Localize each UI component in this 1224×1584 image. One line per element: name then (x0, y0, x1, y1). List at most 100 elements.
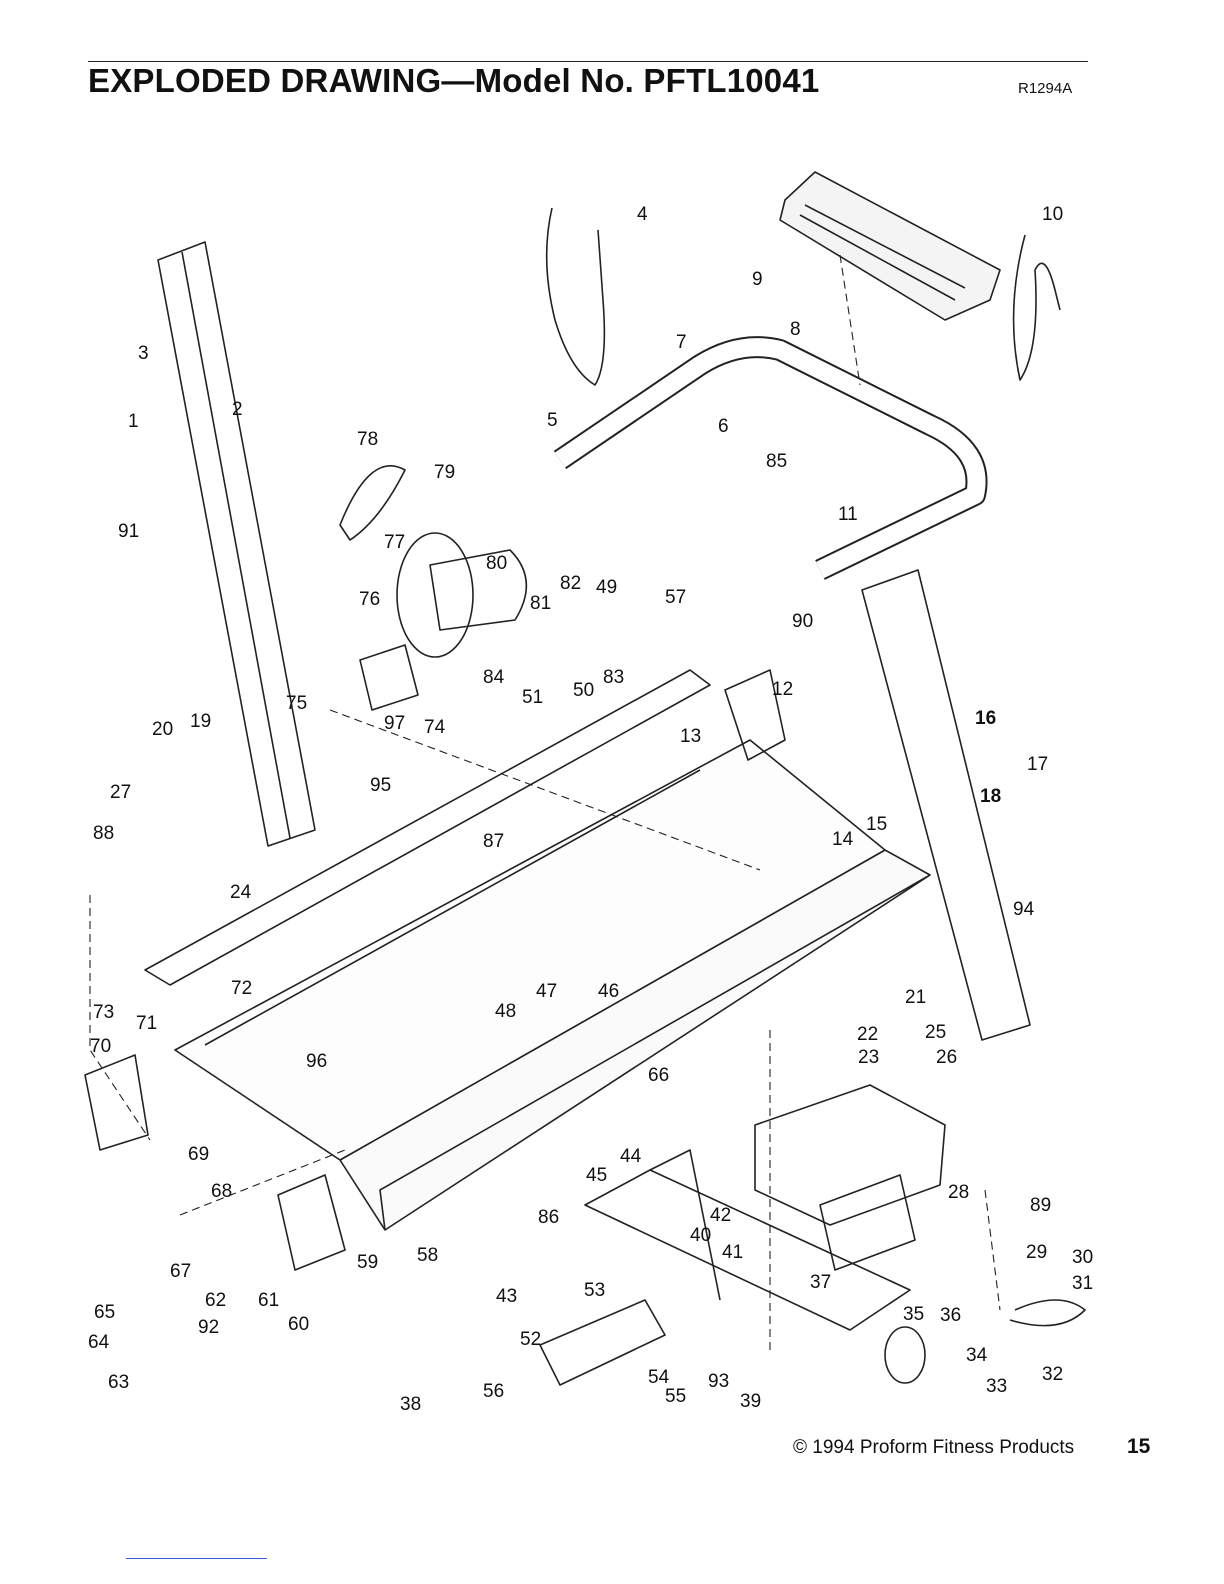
part-label-48: 48 (495, 1001, 516, 1022)
part-label-74: 74 (424, 717, 446, 738)
part-label-44: 44 (620, 1146, 642, 1167)
flywheel (396, 532, 474, 658)
part-label-68: 68 (211, 1181, 232, 1202)
part-label-67: 67 (170, 1261, 191, 1282)
part-label-8: 8 (790, 319, 801, 340)
part-label-38: 38 (400, 1394, 421, 1415)
part-label-6: 6 (718, 416, 729, 437)
lift-motor (539, 1299, 666, 1386)
motor-bracket (359, 644, 419, 711)
part-label-95: 95 (370, 775, 391, 796)
part-label-13: 13 (680, 726, 701, 747)
part-label-15: 15 (866, 814, 887, 835)
bottom-link-line (126, 1558, 267, 1559)
part-label-9: 9 (752, 269, 763, 290)
part-label-39: 39 (740, 1391, 761, 1412)
part-label-82: 82 (560, 573, 581, 594)
part-label-10: 10 (1042, 204, 1063, 225)
part-label-49: 49 (596, 577, 617, 598)
part-label-58: 58 (417, 1245, 438, 1266)
part-label-7: 7 (676, 332, 687, 353)
part-label-52: 52 (520, 1329, 541, 1350)
part-label-46: 46 (598, 981, 619, 1002)
part-label-76: 76 (359, 589, 380, 610)
part-label-90: 90 (792, 611, 813, 632)
front-cover (724, 669, 786, 761)
header-rule (88, 61, 1088, 62)
part-label-66: 66 (648, 1065, 669, 1086)
part-label-26: 26 (936, 1047, 957, 1068)
part-label-19: 19 (190, 711, 211, 732)
part-label-80: 80 (486, 553, 507, 574)
part-label-20: 20 (152, 719, 173, 740)
part-label-94: 94 (1013, 899, 1035, 920)
console (779, 171, 1001, 321)
part-label-69: 69 (188, 1144, 209, 1165)
part-label-57: 57 (665, 587, 686, 608)
copyright-text: © 1994 Proform Fitness Products (793, 1437, 1075, 1458)
part-label-28: 28 (948, 1182, 969, 1203)
part-label-14: 14 (832, 829, 854, 850)
wheel (884, 1326, 926, 1384)
part-label-36: 36 (940, 1305, 961, 1326)
part-label-27: 27 (110, 782, 131, 803)
part-label-50: 50 (573, 680, 594, 701)
part-label-37: 37 (810, 1272, 831, 1293)
part-label-81: 81 (530, 593, 551, 614)
part-label-34: 34 (966, 1345, 988, 1366)
part-label-96: 96 (306, 1051, 327, 1072)
part-label-32: 32 (1042, 1364, 1063, 1385)
part-label-83: 83 (603, 667, 624, 688)
left-end-cap (84, 1054, 149, 1151)
part-label-61: 61 (258, 1290, 279, 1311)
lift-frame (584, 1169, 911, 1331)
motor-belt (339, 465, 406, 541)
part-label-92: 92 (198, 1317, 219, 1338)
part-label-51: 51 (522, 687, 543, 708)
part-label-56: 56 (483, 1381, 504, 1402)
right-upright (861, 569, 1031, 1041)
part-label-40: 40 (690, 1225, 711, 1246)
part-label-11: 11 (838, 504, 858, 525)
left-upright (157, 241, 316, 847)
part-label-33: 33 (986, 1376, 1007, 1397)
part-label-84: 84 (483, 667, 505, 688)
part-label-87: 87 (483, 831, 504, 852)
left-rail (144, 669, 711, 986)
part-label-62: 62 (205, 1290, 226, 1311)
part-label-93: 93 (708, 1371, 729, 1392)
part-label-73: 73 (93, 1002, 114, 1023)
part-label-18: 18 (980, 786, 1001, 807)
drawing-code: R1294A (1018, 80, 1073, 97)
part-label-2: 2 (232, 399, 243, 420)
part-label-4: 4 (637, 204, 648, 225)
part-label-1: 1 (128, 411, 139, 432)
power-cord (1009, 1299, 1086, 1327)
part-label-45: 45 (586, 1165, 607, 1186)
right-end-cap (277, 1174, 346, 1271)
page-title: EXPLODED DRAWING—Model No. PFTL10041 (88, 62, 820, 99)
part-label-53: 53 (584, 1280, 605, 1301)
part-label-54: 54 (648, 1367, 670, 1388)
part-label-97: 97 (384, 713, 405, 734)
part-label-47: 47 (536, 981, 557, 1002)
part-label-89: 89 (1030, 1195, 1051, 1216)
walking-belt (174, 739, 886, 1161)
part-label-60: 60 (288, 1314, 309, 1335)
part-label-55: 55 (665, 1386, 686, 1407)
part-label-72: 72 (231, 978, 252, 999)
part-label-85: 85 (766, 451, 787, 472)
part-label-75: 75 (286, 693, 307, 714)
part-label-21: 21 (905, 987, 926, 1008)
part-label-25: 25 (925, 1022, 946, 1043)
part-label-59: 59 (357, 1252, 378, 1273)
part-label-78: 78 (357, 429, 378, 450)
part-label-5: 5 (547, 410, 558, 431)
part-label-79: 79 (434, 462, 455, 483)
part-label-31: 31 (1072, 1273, 1093, 1294)
controller-box (754, 1084, 946, 1226)
cable-cover (545, 207, 606, 386)
part-label-30: 30 (1072, 1247, 1093, 1268)
